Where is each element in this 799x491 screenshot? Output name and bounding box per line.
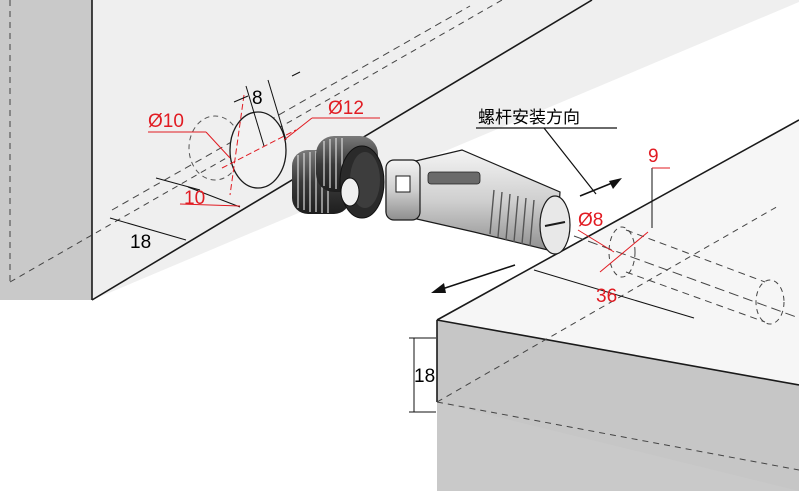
label-dimension-9: 9 [648,146,659,167]
dimension-lines [109,71,695,413]
direction-arrows [431,127,622,293]
bolt-threads [489,189,535,247]
bolt-bore-entry [608,226,636,278]
cam-bores [188,94,297,196]
install-arrow-left [435,264,516,292]
label-diameter-10: Ø10 [148,111,184,132]
dowel-bolt [385,149,571,255]
bolt-bore-top [625,229,766,283]
label-dimension-18-side: 18 [414,366,435,387]
lower-panel-front-edge [436,319,799,386]
label-diameter-8: Ø8 [578,210,603,231]
bolt-label-band [427,171,481,185]
bolt-window [395,175,411,193]
dimension-red-lines [148,117,670,273]
cam-fitting [292,136,385,219]
label-install-direction: 螺杆安装方向 [478,108,580,128]
bolt-bore-end [755,279,785,325]
install-arrow-right-head [609,178,622,189]
callout-leader [543,127,597,195]
lower-panel-front-face-upper [437,320,799,491]
label-diameter-12: Ø12 [328,98,364,119]
label-dimension-36: 36 [596,286,617,307]
lower-panel-front-face [437,320,799,491]
label-dimension-18-top: 18 [130,232,151,253]
bore-axis-line [111,5,471,211]
label-dimension-8: 8 [252,88,263,109]
bolt-bore-bottom [625,271,766,323]
bolt-axis [573,235,799,319]
lower-panel-top-edge [436,119,799,321]
bolt-tip-slot [544,221,566,227]
cam-slot [340,177,360,207]
bore-d12-center-v [229,94,245,196]
lower-right-panel [436,119,799,491]
label-dimension-10: 10 [184,188,205,209]
upper-panel-side-face [0,0,92,300]
install-arrow-left-head [431,283,446,293]
bore-d12-center-h [221,129,297,169]
